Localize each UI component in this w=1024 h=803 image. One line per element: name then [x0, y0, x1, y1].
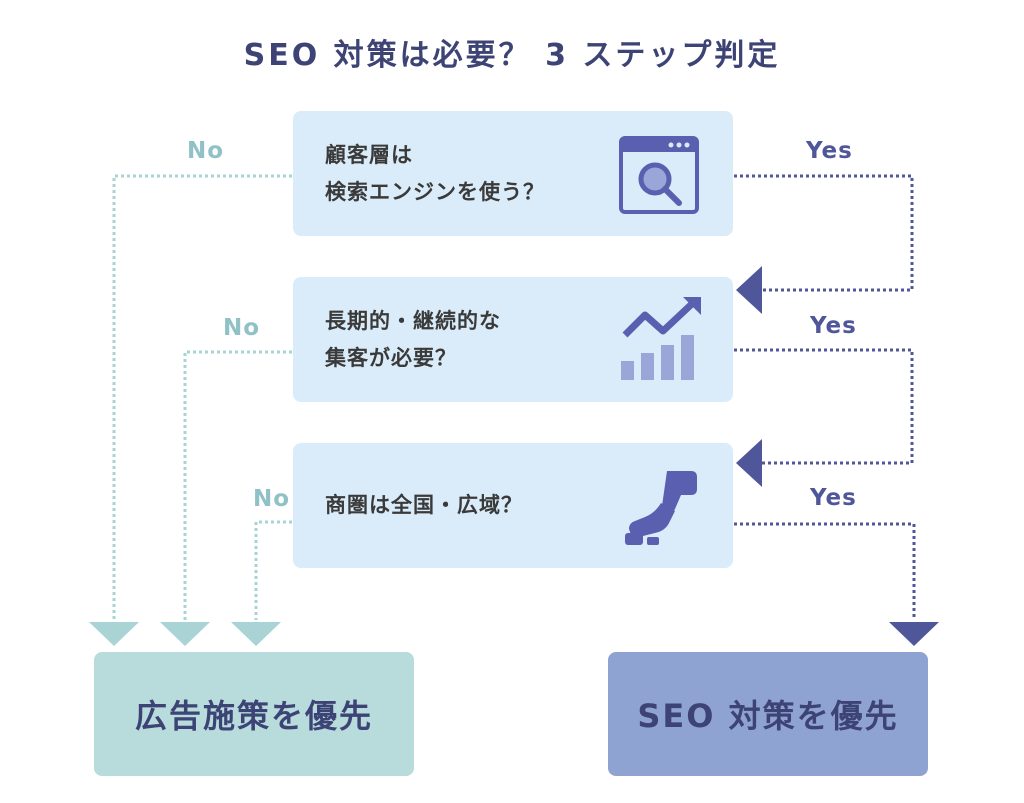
- no-label-3: No: [253, 486, 291, 512]
- yes-path-q1: [734, 174, 914, 292]
- question-1-text: 顧客層は 検索エンジンを使う？: [325, 143, 545, 204]
- no-arrowhead-1: [89, 622, 139, 646]
- question-box-1: 顧客層は 検索エンジンを使う？: [293, 111, 733, 236]
- question-3-text: 商圏は全国・広域？: [325, 493, 523, 517]
- yes-arrowhead-to-seo: [889, 622, 939, 646]
- result-ads-box: 広告施策を優先: [94, 652, 414, 776]
- yes-label-2: Yes: [810, 313, 857, 339]
- yes-arrowhead-to-q2: [736, 266, 762, 314]
- no-path-q3: [254, 520, 292, 620]
- japan-map-icon: [625, 471, 697, 545]
- yes-arrowhead-to-q3: [736, 439, 762, 487]
- result-ads-text: 広告施策を優先: [134, 697, 373, 735]
- yes-label-3: Yes: [810, 485, 857, 511]
- question-box-3: 商圏は全国・広域？: [293, 443, 733, 568]
- no-arrowhead-3: [231, 622, 281, 646]
- result-seo-box: SEO 対策を優先: [608, 652, 928, 776]
- growth-chart-icon: [621, 297, 701, 380]
- no-arrowhead-2: [160, 622, 210, 646]
- yes-path-q2: [734, 348, 914, 465]
- result-seo-text: SEO 対策を優先: [637, 697, 899, 735]
- question-box-2: 長期的・継続的な 集客が必要？: [293, 277, 733, 402]
- no-path-q1: [112, 174, 292, 620]
- search-window-icon: [619, 136, 699, 214]
- no-label-2: No: [223, 315, 261, 341]
- page-title: SEO 対策は必要？ 3 ステップ判定: [243, 38, 781, 73]
- yes-path-q3: [734, 522, 916, 620]
- yes-label-1: Yes: [806, 138, 853, 164]
- question-2-text: 長期的・継続的な 集客が必要？: [325, 309, 501, 370]
- no-label-1: No: [187, 138, 225, 164]
